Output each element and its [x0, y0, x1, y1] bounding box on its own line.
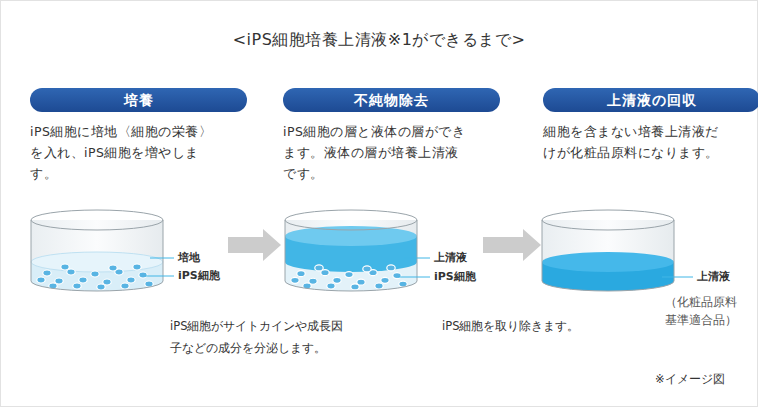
beaker-body	[285, 220, 417, 291]
ips-cell	[375, 283, 383, 289]
step-description: iPS細胞に培地〈細胞の栄養〉を入れ、iPS細胞を増やします。	[30, 121, 216, 184]
ips-cell	[55, 278, 63, 284]
part-label: iPS細胞	[178, 269, 238, 283]
beaker	[542, 210, 674, 291]
ips-cell	[315, 265, 323, 271]
note: iPS細胞を取り除きます。	[442, 315, 602, 337]
beaker-body	[542, 220, 674, 291]
leader-line	[145, 276, 174, 277]
step-description: iPS細胞の層と液体の層ができます。液体の層が培養上清液です。	[283, 121, 469, 184]
ips-cell	[91, 271, 99, 277]
beaker-rim	[285, 210, 417, 230]
step-heading: 不純物除去	[283, 88, 500, 112]
ips-cell	[387, 265, 395, 271]
supernatant-surface	[285, 226, 417, 246]
ips-cell	[43, 270, 51, 276]
leader-line	[150, 258, 174, 259]
leader-line	[398, 277, 430, 278]
step-heading: 上清液の回収	[543, 88, 758, 112]
beaker-bottom	[542, 281, 674, 291]
beaker-wall	[285, 220, 286, 281]
beaker	[285, 210, 417, 291]
note: ※イメージ図	[655, 371, 745, 387]
beaker-rim	[31, 210, 163, 230]
leader-line	[404, 258, 430, 259]
part-label: （化粧品原料基準適合品）	[664, 293, 738, 329]
beaker-wall	[674, 220, 675, 281]
note: iPS細胞がサイトカインや成長因子などの成分を分泌します。	[170, 315, 348, 359]
beaker-wall	[417, 220, 418, 281]
beaker-bottom	[285, 281, 417, 291]
part-label: 上清液	[697, 270, 747, 284]
process-step: 不純物除去iPS細胞の層と液体の層ができます。液体の層が培養上清液です。	[283, 88, 481, 300]
beaker-wall	[31, 220, 32, 281]
beaker-wall	[542, 220, 543, 281]
ips-cell	[79, 277, 87, 283]
ips-cell	[97, 284, 105, 290]
beaker-bottom	[31, 281, 163, 291]
step-description: 細胞を含まない培養上清液だけが化粧品原料になります。	[543, 121, 729, 163]
ips-cell	[103, 279, 111, 285]
part-label: 上清液	[434, 251, 484, 265]
ips-cell	[297, 271, 305, 277]
medium-surface	[31, 252, 163, 272]
ips-cell	[121, 283, 129, 289]
beaker-wall	[163, 220, 164, 281]
ips-cell	[333, 277, 341, 283]
ips-cell	[139, 272, 147, 278]
ips-cell	[363, 266, 371, 272]
step-heading: 培養	[30, 88, 247, 112]
ips-cell	[37, 277, 45, 283]
ips-cell	[73, 283, 81, 289]
flow-arrow	[228, 229, 281, 261]
beaker	[31, 210, 163, 291]
ips-cell	[291, 277, 299, 283]
beaker-body	[31, 220, 163, 291]
supernatant-surface	[542, 252, 674, 272]
ips-cell	[345, 272, 353, 278]
process-step: 培養iPS細胞に培地〈細胞の栄養〉を入れ、iPS細胞を増やします。	[30, 88, 226, 300]
ips-cell	[109, 265, 117, 271]
flow-arrow	[483, 229, 541, 261]
beaker-rim	[542, 210, 674, 230]
ips-cell	[127, 277, 135, 283]
leader-line	[662, 277, 693, 278]
ips-cell	[133, 264, 141, 270]
diagram-title: <iPS細胞培養上清液※1ができるまで>	[0, 30, 758, 51]
ips-cell	[327, 283, 335, 289]
process-step: 上清液の回収細胞を含まない培養上清液だけが化粧品原料になります。	[543, 88, 739, 300]
ips-cell	[393, 273, 401, 279]
ips-cell	[67, 269, 75, 275]
ips-cell	[351, 284, 359, 290]
ips-cell	[61, 264, 69, 270]
ips-cell	[381, 277, 389, 283]
part-label: iPS細胞	[434, 270, 494, 284]
part-label: 培地	[178, 251, 218, 265]
